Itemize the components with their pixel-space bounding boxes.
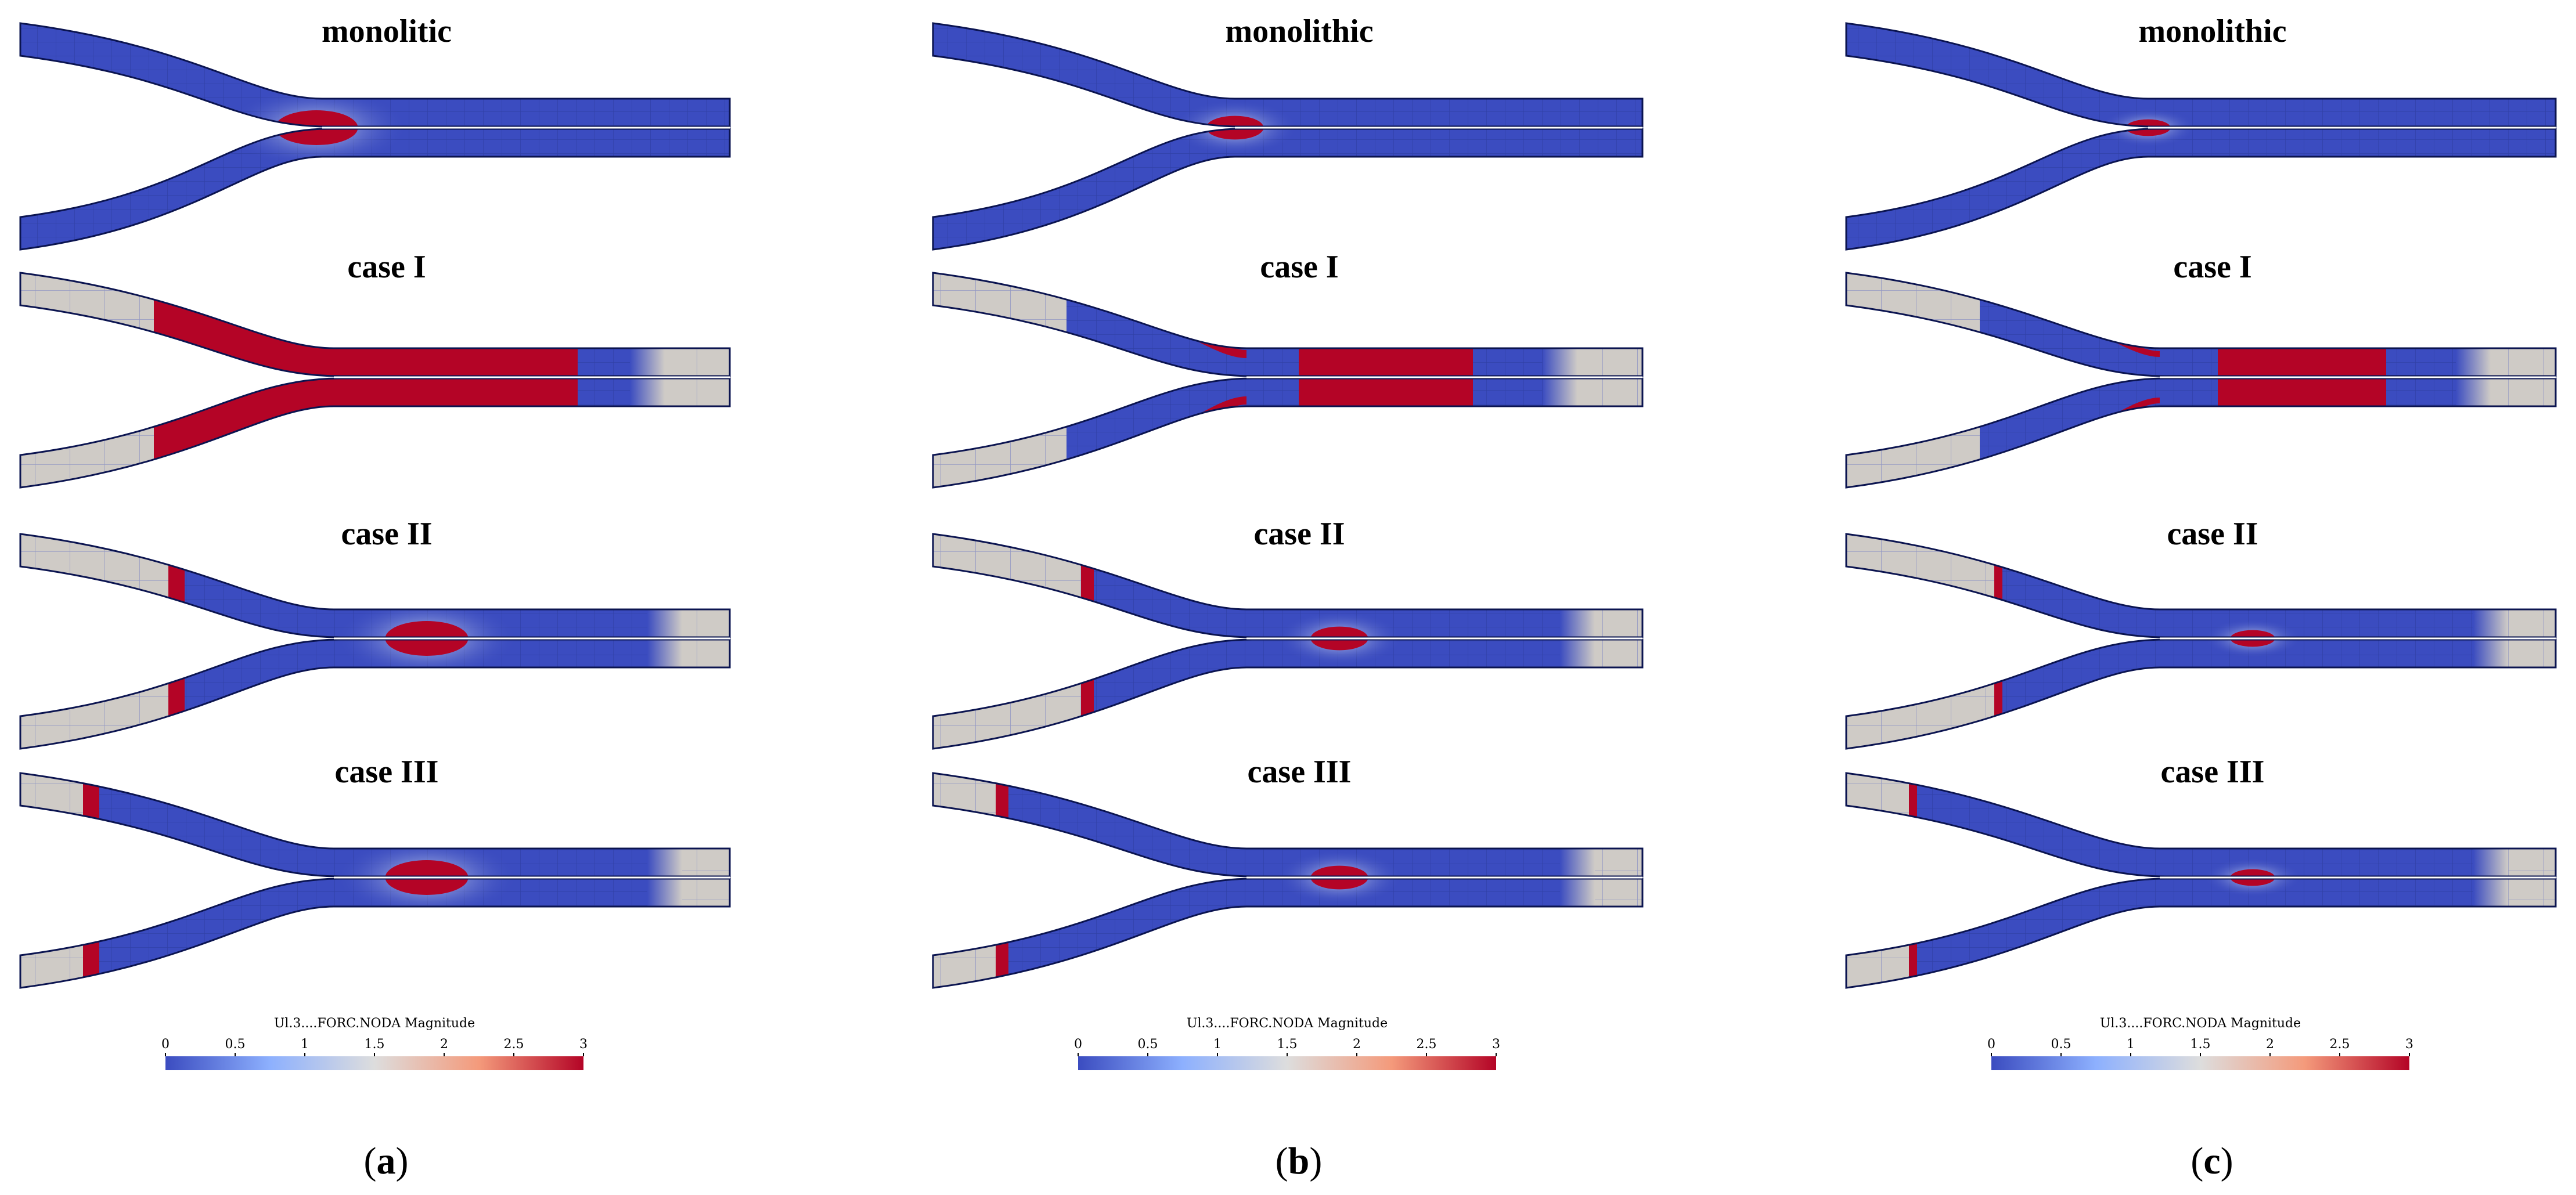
colorbar-tick-label: 2	[440, 1037, 448, 1052]
boundary-force-strip	[996, 773, 1008, 988]
colorbar-tick-label: 2.5	[2330, 1037, 2350, 1052]
row-title-2: case II	[2167, 516, 2258, 552]
lower-arm-outline	[1845, 128, 2557, 251]
colorbar-gradient	[165, 1056, 583, 1070]
colorbar: Ul.3....FORC.NODA Magnitude 0 0.5 1 1.5 2 2.5 3	[1987, 1016, 2413, 1070]
upper-arm-outline	[19, 533, 731, 638]
lower-arm-outline	[19, 638, 731, 750]
upper-arm-outline	[932, 772, 1644, 878]
diagram-0-0	[20, 23, 730, 250]
row-title-1: case I	[1260, 249, 1338, 285]
colorbar-tick-label: 2	[1353, 1037, 1361, 1052]
high-force-region	[154, 273, 578, 488]
row-title-1: case I	[347, 249, 426, 285]
colorbar-tick-label: 0.5	[225, 1037, 246, 1052]
upper-arm-outline	[932, 533, 1644, 638]
colorbar-title: Ul.3....FORC.NODA Magnitude	[1187, 1016, 1388, 1031]
colorbar-tick-label: 0.5	[1138, 1037, 1158, 1052]
row-title-2: case II	[341, 516, 432, 552]
row-title-2: case II	[1253, 516, 1345, 552]
colorbar: Ul.3....FORC.NODA Magnitude 0 0.5 1 1.5 2 2.5 3	[161, 1016, 588, 1070]
mesh-lines	[1846, 23, 2556, 250]
interface-fade	[630, 273, 665, 488]
colorbar-tick-label: 0	[1987, 1037, 1995, 1052]
interface-fade	[2473, 534, 2508, 749]
row-title-0: monolithic	[2138, 13, 2286, 49]
colorbar-tick-label: 0	[161, 1037, 170, 1052]
row-title-0: monolithic	[1225, 13, 1373, 49]
panel-caption-a: (a)	[364, 1140, 409, 1182]
colorbar-tick-label: 1	[1213, 1037, 1222, 1052]
interface-fade	[647, 773, 682, 988]
row-title-1: case I	[2173, 249, 2251, 285]
upper-arm-outline	[19, 772, 731, 878]
labels-layer: monolitic case I case II case III Ul.3....FO…	[161, 13, 2413, 1182]
boundary-force-strip	[168, 534, 185, 749]
colorbar-tick-label: 2.5	[1417, 1037, 1437, 1052]
lower-arm-outline	[1845, 878, 2557, 989]
column-a	[19, 22, 731, 989]
diagram-2-0	[1846, 23, 2556, 250]
upper-arm-outline	[932, 272, 1644, 377]
colorbar-tick-label: 1.5	[365, 1037, 385, 1052]
colorbar-tick-label: 1.5	[1277, 1037, 1298, 1052]
colorbar-tick-label: 2.5	[504, 1037, 524, 1052]
diagram-1-0	[933, 23, 1642, 250]
boundary-force-strip	[83, 773, 99, 988]
lower-arm-outline	[19, 128, 731, 251]
colorbar-tick-label: 3	[2405, 1037, 2413, 1052]
colorbar-tick-label: 1.5	[2190, 1037, 2211, 1052]
boundary-force-strip	[1909, 773, 1917, 988]
panel-caption-b: (b)	[1276, 1140, 1323, 1182]
row-title-3: case III	[335, 754, 439, 790]
panel-caption-c: (c)	[2190, 1140, 2233, 1182]
colorbar-gradient	[1991, 1056, 2409, 1070]
column-c	[1845, 22, 2557, 989]
interface-fade	[1560, 534, 1595, 749]
colorbar-tick-label: 1	[2127, 1037, 2135, 1052]
upper-arm-outline	[19, 22, 731, 128]
lower-arm-outline	[932, 377, 1644, 489]
lower-arm-outline	[19, 377, 731, 489]
lower-arm-outline	[1845, 377, 2557, 489]
colorbar-tick-label: 1	[301, 1037, 309, 1052]
colorbar-title: Ul.3....FORC.NODA Magnitude	[274, 1016, 475, 1031]
upper-arm-outline	[932, 22, 1644, 128]
column-b	[932, 22, 1644, 989]
interface-fade	[1543, 273, 1577, 488]
lower-arm-outline	[932, 878, 1644, 989]
upper-arm-outline	[1845, 272, 2557, 377]
upper-arm-outline	[1845, 772, 2557, 878]
colorbar-tick-label: 0	[1074, 1037, 1082, 1052]
row-title-0: monolitic	[322, 13, 452, 49]
interface-fade	[2456, 273, 2491, 488]
colorbar: Ul.3....FORC.NODA Magnitude 0 0.5 1 1.5 2 2.5 3	[1074, 1016, 1500, 1070]
lower-arm-outline	[1845, 638, 2557, 750]
panels-layer	[19, 22, 2557, 989]
upper-arm-outline	[1845, 533, 2557, 638]
row-title-3: case III	[1248, 754, 1352, 790]
interface-fade	[2473, 773, 2508, 988]
lower-arm-outline	[932, 128, 1644, 251]
row-title-3: case III	[2161, 754, 2265, 790]
colorbar-title: Ul.3....FORC.NODA Magnitude	[2100, 1016, 2301, 1031]
upper-arm-outline	[1845, 22, 2557, 128]
lower-arm-outline	[19, 878, 731, 989]
boundary-force-strip	[1081, 534, 1094, 749]
colorbar-tick-label: 3	[1492, 1037, 1500, 1052]
boundary-force-strip	[1994, 534, 2002, 749]
active-mesh-lines	[1910, 773, 2496, 988]
interface-fade	[647, 534, 682, 749]
colorbar-tick-label: 3	[579, 1037, 588, 1052]
colorbar-gradient	[1078, 1056, 1496, 1070]
colorbar-tick-label: 0.5	[2051, 1037, 2071, 1052]
interface-fade	[1560, 773, 1595, 988]
colorbar-tick-label: 2	[2266, 1037, 2274, 1052]
lower-arm-outline	[932, 638, 1644, 750]
upper-arm-outline	[19, 272, 731, 377]
